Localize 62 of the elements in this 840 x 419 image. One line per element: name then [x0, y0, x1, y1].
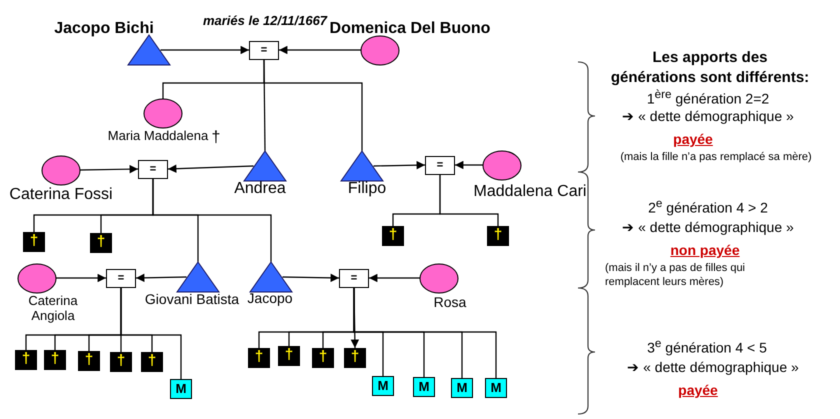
person-name: Jacopo Bichi [54, 20, 154, 38]
descent-line [120, 288, 182, 379]
note-text: ➔ « dette démographique » [622, 219, 794, 235]
spouse-arrow [455, 160, 483, 170]
person-name: Caterina Angiola [27, 294, 79, 324]
spouse-arrow [80, 164, 138, 174]
marriage-box: = [138, 160, 168, 178]
person-name: Rosa [434, 294, 466, 310]
descent-line [353, 288, 497, 378]
note-text: ➔ « dette démographique » [627, 359, 799, 375]
spouse-arrow [136, 274, 187, 282]
surviving-child-box: M [413, 377, 435, 397]
person-name: Jacopo [247, 290, 293, 306]
marriage-box: = [339, 268, 369, 288]
descent-line [439, 174, 499, 226]
spouse-arrow [168, 164, 254, 173]
note-text: 1$^{ère}$ génération 2=2 [646, 88, 770, 107]
deceased-child-box: † [141, 352, 163, 372]
surviving-child-box: M [485, 378, 507, 398]
deceased-child-box: † [312, 348, 334, 368]
deceased-child-box: † [90, 233, 112, 253]
note-text: (mais il n’y a pas de filles qui remplacent leurs mères) [605, 261, 746, 290]
spouse-arrow [279, 46, 361, 54]
descent-line [263, 60, 363, 151]
descent-line [152, 178, 272, 262]
marriage-box: = [106, 268, 136, 288]
spouse-arrow [56, 274, 106, 282]
person-name: Domenica Del Buono [330, 20, 490, 38]
person-name: Giovani Batista [144, 291, 240, 308]
deceased-child-box: † [382, 226, 404, 246]
marriage-box: = [425, 156, 455, 174]
deceased-child-box: † [248, 348, 270, 368]
person-name: Maddalena Cari [474, 183, 586, 202]
note-text: (mais la fille n’a pas remplacé sa mère) [620, 151, 812, 163]
deceased-child-box: † [344, 348, 366, 368]
surviving-child-box: M [170, 379, 192, 399]
deceased-child-box: † [44, 350, 66, 370]
status-text: non payée [670, 242, 740, 258]
deceased-child-box: † [15, 350, 37, 370]
spouse-arrow [282, 274, 340, 282]
spouse-arrow [160, 46, 249, 54]
deceased-child-box: † [278, 346, 300, 366]
note-text: 3$^{e}$ génération 4 < 5 [647, 337, 767, 356]
person-name: Andrea [234, 180, 286, 198]
surviving-child-box: M [372, 376, 394, 396]
status-text: payée [673, 131, 713, 147]
spouse-arrow [369, 274, 420, 282]
deceased-child-box: † [110, 352, 132, 372]
deceased-child-box: † [23, 232, 45, 252]
note-text: ➔ « dette démographique » [622, 108, 794, 124]
deceased-child-box: † [78, 351, 100, 371]
status-text: payée [678, 382, 718, 398]
marriage-date: mariés le 12/11/1667 [202, 14, 328, 29]
death-cross: † [212, 129, 220, 148]
note-text: 2$^{e}$ génération 4 > 2 [648, 197, 768, 216]
person-name: Filipo [348, 180, 386, 198]
spouse-arrow [373, 160, 426, 170]
surviving-child-box: M [451, 378, 473, 398]
person-name: Caterina Fossi [9, 186, 113, 204]
heading-text: Les apports des générations sont différents: [610, 48, 810, 87]
deceased-child-box: † [487, 226, 509, 246]
person-name: Maria Maddalena [108, 129, 208, 144]
